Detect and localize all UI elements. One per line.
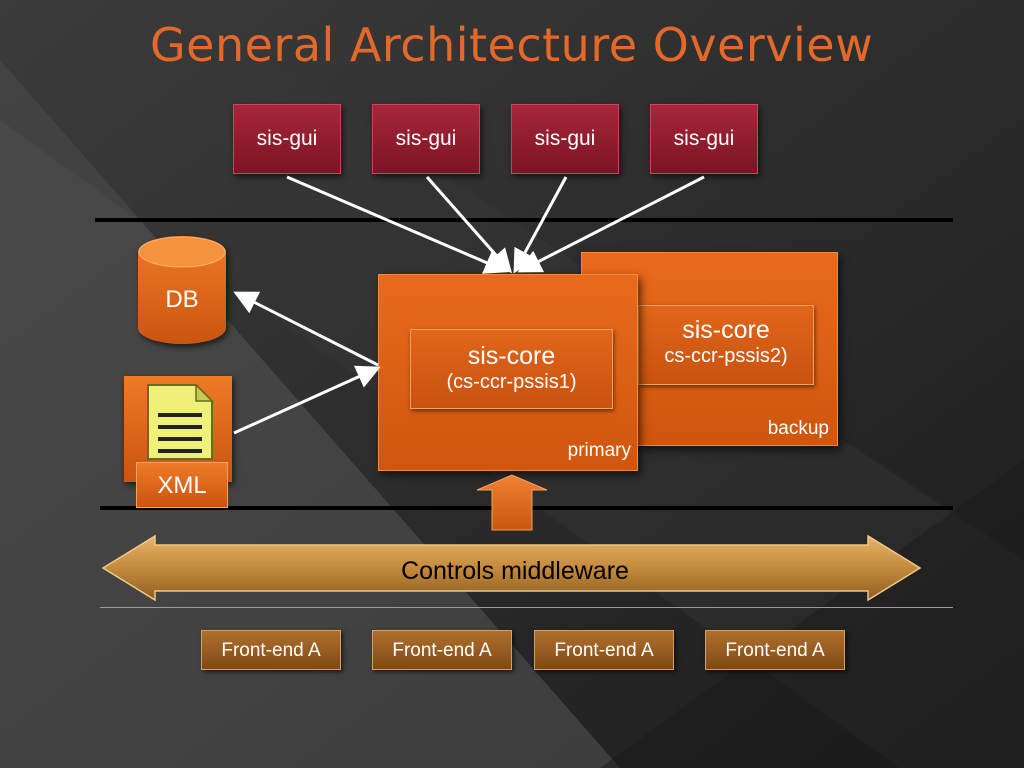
sis-gui-node-4: sis-gui [650,104,758,174]
divider-top [95,218,953,222]
core-backup-role: backup [767,418,829,439]
arrow-core-db [233,291,379,367]
sis-gui-node-1: sis-gui [233,104,341,174]
frontend-node-3: Front-end A [534,630,674,670]
arrow-gui3-core [513,176,568,274]
core-primary-role: primary [567,440,631,461]
middleware-double-arrow [101,534,922,602]
frontend-node-4: Front-end A [705,630,845,670]
sis-gui-node-3: sis-gui [511,104,619,174]
core-backup-inner: sis-core cs-ccr-pssis2) [638,305,814,385]
arrow-gui1-core [286,175,509,274]
core-primary-host: (cs-ccr-pssis1) [446,371,577,393]
core-primary-inner: sis-core (cs-ccr-pssis1) [410,329,613,409]
arrow-up-icon [476,474,548,531]
page-title: General Architecture Overview [150,18,874,72]
arrow-gui2-core [425,176,512,274]
xml-label: XML [136,462,228,508]
core-primary-box: sis-core (cs-ccr-pssis1) primary [378,274,638,471]
arrow-gui4-core [517,175,705,273]
db-cylinder-top [138,236,226,268]
core-backup-name: sis-core [682,316,770,344]
core-primary-name: sis-core [467,342,556,370]
core-backup-host: cs-ccr-pssis2) [664,345,788,367]
frontend-node-1: Front-end A [201,630,341,670]
divider-bottom [100,607,953,608]
db-label: DB [165,286,199,313]
document-icon [147,383,214,460]
sis-gui-node-2: sis-gui [372,104,480,174]
arrow-xml-core [233,365,381,435]
frontend-node-2: Front-end A [372,630,512,670]
middleware-label: Controls middleware [401,557,629,585]
